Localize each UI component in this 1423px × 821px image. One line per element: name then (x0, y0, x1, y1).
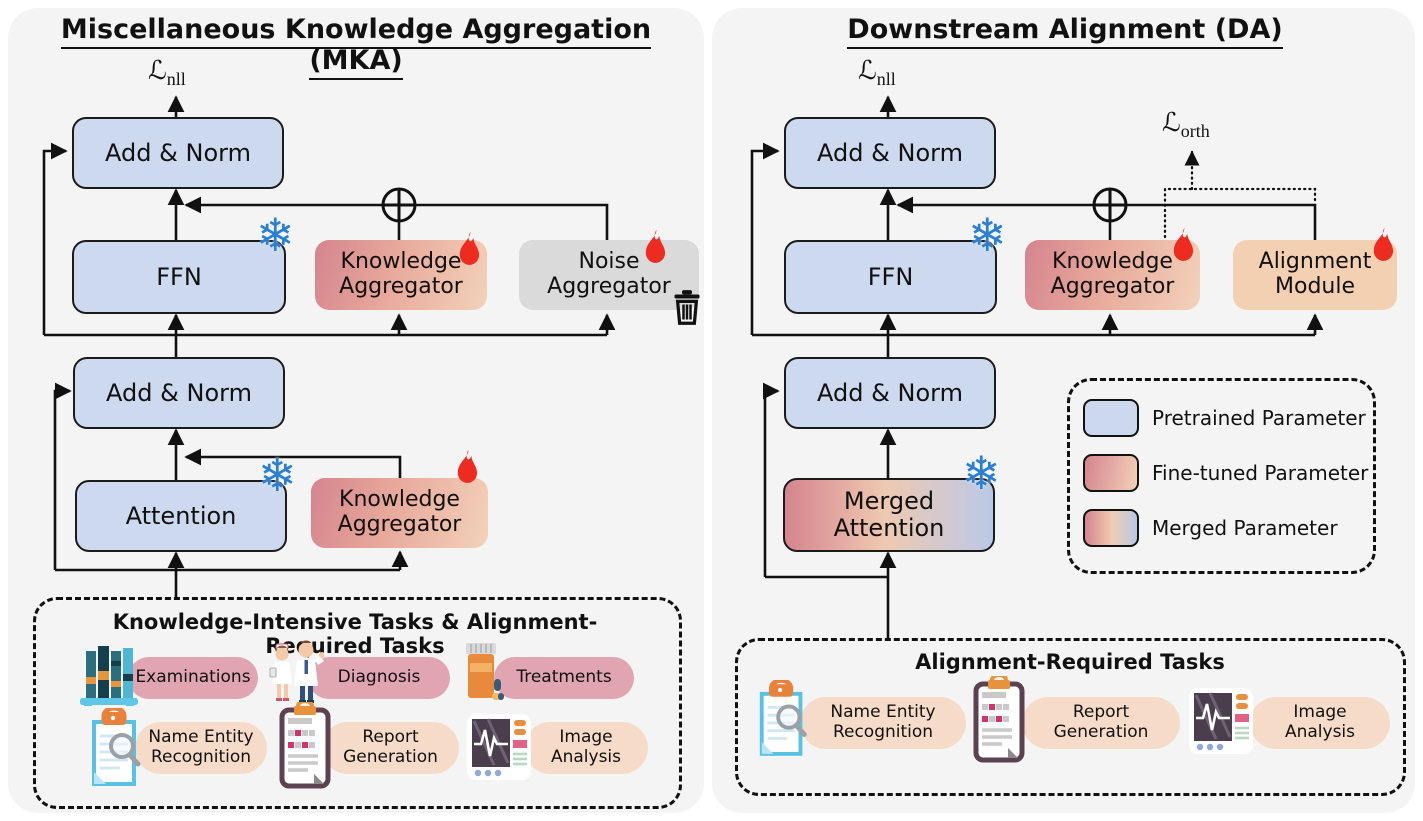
mka-connectors (42, 95, 616, 598)
loss-symbol: ℒ (1162, 108, 1181, 138)
mka-noise-aggregator-box: Noise Aggregator (519, 240, 699, 310)
medicine-bottle-icon (462, 641, 510, 709)
task-label: Report Generation (343, 727, 438, 767)
box-label: Knowledge Aggregator (339, 249, 463, 299)
mka-add-norm-top-box: Add & Norm (72, 117, 284, 189)
task-label: Diagnosis (337, 667, 421, 688)
da-knowledge-aggregator-box: Knowledge Aggregator (1025, 240, 1200, 310)
box-label: FFN (867, 262, 914, 291)
fire-icon (1366, 226, 1400, 270)
fire-icon (638, 228, 672, 272)
sum-circle-plus-icon (1092, 187, 1128, 223)
nll-loss-label: ℒnll (858, 56, 896, 90)
snowflake-icon: ❄ (256, 208, 295, 262)
da-add-norm-top-box: Add & Norm (784, 117, 996, 189)
da-connectors (750, 95, 1324, 640)
da-title: Downstream Alignment (DA) (790, 14, 1340, 49)
task-label: Name Entity Recognition (148, 727, 254, 767)
mka-title: Miscellaneous Knowledge Aggregation (MKA… (56, 14, 656, 80)
mka-knowledge-aggregator-attn-box: Knowledge Aggregator (311, 478, 488, 548)
box-label: Attention (125, 501, 237, 530)
da-add-norm-mid-box: Add & Norm (784, 357, 996, 429)
legend-box (1067, 378, 1376, 574)
task-pill-image-analysis: Image Analysis (524, 722, 648, 774)
legend-label-merged: Merged Parameter (1152, 516, 1338, 540)
loss-subscript: orth (1180, 121, 1210, 142)
orthogonal-loss-label: ℒorth (1162, 108, 1210, 142)
box-label: Knowledge Aggregator (1050, 249, 1175, 299)
mka-ffn-box: FFN (72, 240, 286, 314)
report-clipboard-icon (278, 699, 332, 794)
box-label: Noise Aggregator (547, 249, 671, 299)
orthogonal-loss-connector (1163, 150, 1317, 239)
loss-symbol: ℒ (148, 56, 167, 86)
task-pill-diagnosis: Diagnosis (308, 657, 450, 699)
box-label: Add & Norm (817, 138, 963, 167)
da-merged-attention-box: Merged Attention (783, 478, 995, 552)
task-label: Name Entity Recognition (830, 702, 936, 742)
snowflake-icon: ❄ (258, 448, 297, 502)
task-pill-treatments: Treatments (494, 657, 634, 699)
task-label: Image Analysis (1284, 702, 1356, 742)
da-ffn-box: FFN (784, 240, 997, 314)
task-pill-name-entity-recognition: Name Entity Recognition (135, 722, 267, 774)
snowflake-icon: ❄ (962, 446, 1001, 500)
box-label: Add & Norm (817, 378, 963, 407)
mka-tasks-group (33, 597, 682, 809)
box-label: Alignment Module (1258, 249, 1372, 299)
mka-knowledge-aggregator-ffn-box: Knowledge Aggregator (315, 240, 487, 310)
mka-add-norm-mid-box: Add & Norm (73, 357, 285, 429)
legend-swatch-finetuned (1083, 454, 1139, 492)
document-search-icon (754, 677, 814, 764)
task-pill-image-analysis: Image Analysis (1250, 697, 1390, 749)
monitor-waveform-icon (466, 712, 532, 790)
sum-circle-plus-icon (381, 187, 417, 223)
books-icon (78, 641, 140, 711)
task-pill-report-generation: Report Generation (1022, 697, 1180, 749)
loss-subscript: nll (876, 69, 896, 90)
snowflake-icon: ❄ (968, 208, 1007, 262)
doctors-icon (264, 638, 325, 710)
nll-loss-label: ℒnll (148, 56, 186, 90)
legend-label-pretrained: Pretrained Parameter (1152, 406, 1366, 430)
mka-attention-box: Attention (75, 480, 287, 552)
task-pill-examinations: Examinations (128, 657, 258, 699)
box-label: FFN (156, 262, 202, 291)
mka-tasks-title: Knowledge-Intensive Tasks & Alignment-Re… (112, 610, 598, 658)
task-label: Treatments (516, 667, 612, 688)
monitor-waveform-icon (1188, 686, 1254, 764)
report-clipboard-icon (972, 673, 1026, 768)
legend-swatch-pretrained (1083, 399, 1139, 437)
task-label: Report Generation (1053, 702, 1149, 742)
da-tasks-group (735, 638, 1406, 796)
box-label: Add & Norm (105, 138, 251, 167)
da-tasks-title: Alignment-Required Tasks (915, 650, 1225, 674)
loss-symbol: ℒ (858, 56, 877, 86)
fire-icon (450, 448, 484, 492)
fire-icon (452, 230, 486, 274)
legend-label-finetuned: Fine-tuned Parameter (1152, 461, 1369, 485)
box-label: Add & Norm (106, 378, 252, 407)
trash-icon (672, 288, 702, 330)
task-label: Examinations (135, 667, 251, 688)
box-label: Merged Attention (833, 487, 945, 542)
task-pill-name-entity-recognition: Name Entity Recognition (800, 697, 966, 749)
task-pill-report-generation: Report Generation (322, 722, 459, 774)
task-label: Image Analysis (550, 727, 622, 767)
da-alignment-module-box: Alignment Module (1233, 240, 1397, 310)
box-label: Knowledge Aggregator (337, 487, 462, 537)
document-search-icon (86, 705, 148, 794)
legend-swatch-merged (1083, 509, 1139, 547)
fire-icon (1166, 226, 1200, 270)
loss-subscript: nll (166, 69, 186, 90)
